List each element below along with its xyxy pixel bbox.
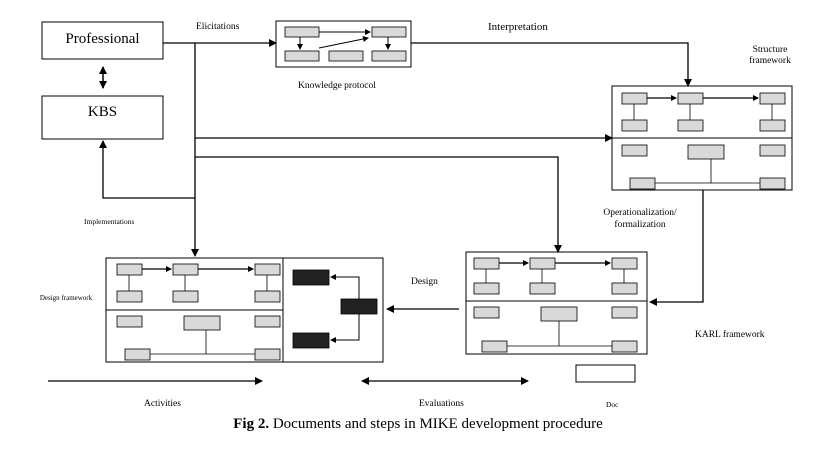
df-node [116, 290, 143, 303]
structure-framework-box [611, 85, 793, 191]
figure-caption-text: Documents and steps in MIKE development … [269, 416, 603, 432]
professional-box [41, 21, 164, 60]
operationalization-arrow [649, 190, 704, 306]
kbs-box [41, 95, 164, 140]
activities-label: Activities [144, 399, 181, 409]
sf-node [677, 119, 704, 132]
figure-caption: Fig 2. Documents and steps in MIKE devel… [0, 416, 836, 433]
professional-label: Professional [65, 31, 140, 47]
df-dark-node [292, 332, 330, 349]
df-node [116, 263, 143, 276]
interpretation-label: Interpretation [488, 21, 548, 33]
karl-node [473, 282, 500, 295]
df-node [116, 315, 143, 328]
figure-caption-number: Fig 2. [233, 416, 270, 432]
sf-node [621, 119, 648, 132]
karl-node [611, 340, 638, 353]
kp-node [371, 50, 407, 62]
operationalization-label: Operationalization/ formalization [603, 208, 677, 230]
interpretation-arrow [411, 42, 692, 87]
kp-node [328, 50, 364, 62]
kp-node [371, 26, 407, 38]
df-node [254, 348, 281, 361]
df-node [254, 315, 281, 328]
sf-node [759, 119, 786, 132]
knowledge-protocol-box [275, 20, 412, 68]
design-framework-label: Design framework [39, 294, 93, 302]
kp-node [284, 50, 320, 62]
df-node [254, 290, 281, 303]
elicitations-label: Elicitations [196, 22, 240, 32]
karl-framework-box [465, 251, 648, 355]
sf-node [677, 92, 704, 105]
implementations-label: Implementations [84, 217, 135, 226]
doc-legend-box [575, 364, 636, 383]
df-node [124, 348, 151, 361]
karl-node [611, 257, 638, 270]
sf-node [621, 144, 648, 157]
karl-framework-label: KARL framework [695, 330, 765, 340]
knowledge-protocol-label: Knowledge protocol [298, 81, 376, 91]
structure-framework-label: Structure framework [749, 45, 791, 66]
sf-node [629, 177, 656, 190]
karl-node [473, 257, 500, 270]
design-label: Design [411, 277, 438, 287]
karl-node [473, 306, 500, 319]
karl-node [529, 257, 556, 270]
kbs-label: KBS [87, 104, 118, 120]
sf-node [621, 92, 648, 105]
doc-label: Doc [606, 400, 619, 409]
sf-node [759, 92, 786, 105]
karl-node [529, 282, 556, 295]
karl-node [540, 306, 578, 322]
df-dark-node [292, 269, 330, 286]
karl-node [611, 306, 638, 319]
design-framework-box [105, 257, 384, 363]
sf-node [687, 144, 725, 160]
sf-node [759, 144, 786, 157]
karl-node [481, 340, 508, 353]
karl-node [611, 282, 638, 295]
implementation-arrow [99, 140, 195, 199]
kp-node [284, 26, 320, 38]
df-node [183, 315, 221, 331]
df-node [254, 263, 281, 276]
df-node [172, 263, 199, 276]
sf-node [759, 177, 786, 190]
evaluations-label: Evaluations [419, 399, 464, 409]
df-node [172, 290, 199, 303]
to-karl-arrow [195, 156, 562, 253]
df-dark-node [340, 298, 378, 315]
